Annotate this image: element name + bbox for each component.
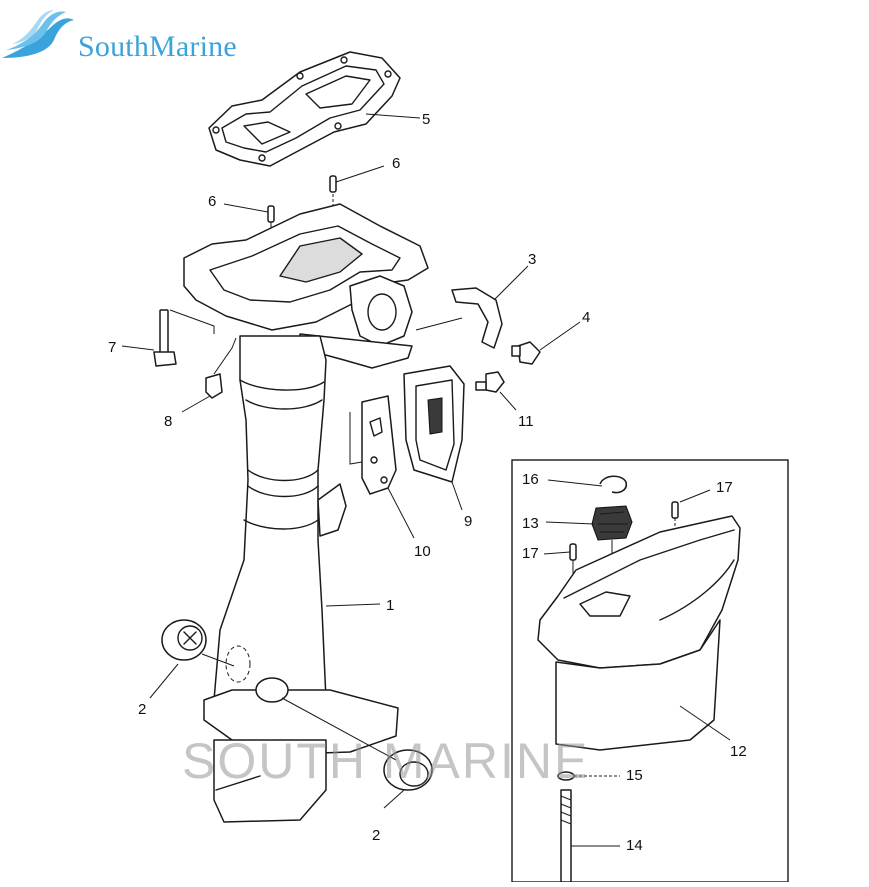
callout-9: 9 <box>464 513 473 530</box>
callout-13: 13 <box>522 515 539 532</box>
callout-12: 12 <box>730 743 747 760</box>
callout-11: 11 <box>518 413 534 430</box>
screw-part-11 <box>475 371 517 411</box>
brand-logo-text: SouthMarine <box>78 30 237 63</box>
cover-part-9 <box>403 365 465 511</box>
callout-3: 3 <box>528 251 537 268</box>
callout-4: 4 <box>582 309 591 326</box>
callout-10: 10 <box>414 543 431 560</box>
plug-part-2b <box>281 697 433 809</box>
grease-nipple-part-8 <box>181 337 237 413</box>
callout-15: 15 <box>626 767 643 784</box>
callout-8: 8 <box>164 413 173 430</box>
plate-part-10 <box>349 395 415 539</box>
watermark-text: SOUTH MARINE <box>182 733 590 789</box>
callout-14: 14 <box>626 837 643 854</box>
callout-5: 5 <box>422 111 431 128</box>
brand-wave-icon <box>2 10 74 59</box>
gasket-part-5 <box>208 51 421 167</box>
callout-6-lower: 6 <box>208 193 217 210</box>
bolt-part-7 <box>121 309 215 367</box>
plug-part-2a <box>149 619 235 699</box>
upper-casing-part-1 <box>183 203 429 823</box>
callout-2-bottom: 2 <box>372 827 381 844</box>
callout-6-upper: 6 <box>392 155 401 172</box>
detail-box-tiller <box>511 459 789 883</box>
callout-16: 16 <box>522 471 539 488</box>
callout-17-right: 17 <box>716 479 733 496</box>
callout-7: 7 <box>108 339 117 356</box>
callout-2-left: 2 <box>138 701 147 718</box>
screw-part-4 <box>511 321 581 365</box>
callout-1: 1 <box>386 597 395 614</box>
clamp-part-3 <box>415 265 529 349</box>
callout-17-left: 17 <box>522 545 539 562</box>
